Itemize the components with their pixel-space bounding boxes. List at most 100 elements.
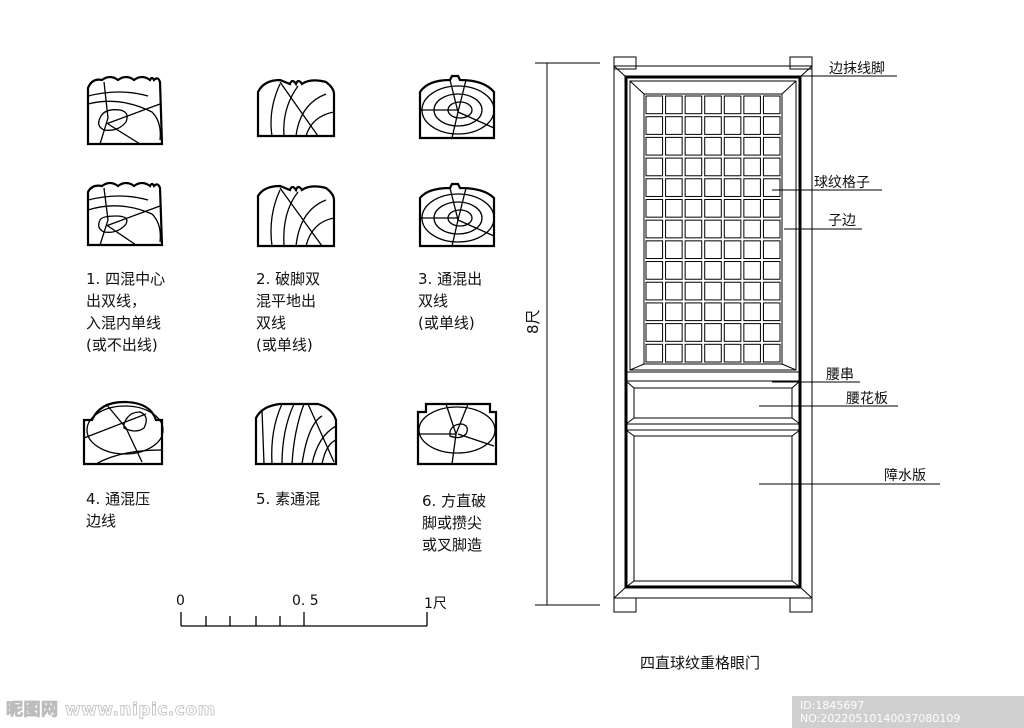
callout-waist-panel: 腰花板	[846, 391, 888, 407]
scale-label-end: 1尺	[424, 596, 447, 612]
door-top-left-foot	[613, 56, 637, 70]
lattice-cell	[743, 302, 761, 322]
callout-leaders	[759, 75, 940, 485]
lattice-cell	[743, 281, 761, 301]
lattice-cell	[704, 240, 722, 260]
door-top-right-foot	[789, 56, 813, 70]
lattice-cell	[684, 157, 703, 177]
lattice-cell	[762, 343, 781, 363]
lattice-cell	[704, 95, 722, 115]
callout-sub-edge: 子边	[828, 213, 856, 229]
lattice-cell	[762, 116, 781, 135]
lattice-cell	[684, 343, 703, 363]
lattice-cell	[723, 116, 742, 135]
callout-lattice: 球纹格子	[814, 175, 870, 191]
profile-1-top-icon	[86, 75, 164, 146]
lattice-cell	[684, 240, 703, 260]
profile-5-icon	[254, 402, 338, 466]
callout-bottom-panel: 障水版	[884, 468, 926, 484]
lattice-cell	[743, 178, 761, 197]
lattice-cell	[684, 136, 703, 156]
lattice-cell	[762, 240, 781, 260]
door-elevation	[613, 56, 813, 613]
callout-frame: 边抹线脚	[829, 61, 885, 77]
height-dimension	[535, 62, 600, 606]
door-bottom-left-foot	[613, 597, 637, 613]
lattice-grid	[645, 95, 781, 363]
lattice-cell	[743, 240, 761, 260]
scale-bar	[180, 612, 428, 627]
lattice-cell	[684, 116, 703, 135]
lattice-cell	[684, 281, 703, 301]
lattice-cell	[704, 302, 722, 322]
profile-3-bottom-icon	[418, 182, 496, 248]
lattice-cell	[645, 323, 664, 342]
lattice-cell	[684, 302, 703, 322]
lattice-cell	[645, 281, 664, 301]
lattice-cell	[762, 157, 781, 177]
lattice-cell	[684, 323, 703, 342]
lattice-cell	[704, 281, 722, 301]
lattice-cell	[645, 157, 664, 177]
lattice-cell	[684, 219, 703, 239]
lattice-cell	[743, 261, 761, 280]
profile-6-icon	[416, 402, 498, 466]
lattice-cell	[723, 198, 742, 218]
lattice-cell	[762, 323, 781, 342]
lattice-cell	[684, 178, 703, 197]
lattice-cell	[723, 281, 742, 301]
lattice-cell	[762, 136, 781, 156]
lattice-cell	[684, 198, 703, 218]
lattice-cell	[704, 157, 722, 177]
lattice-cell	[704, 343, 722, 363]
profile-2-bottom-icon	[256, 184, 336, 248]
scale-label-mid: 0. 5	[292, 593, 319, 609]
lattice-cell	[665, 178, 683, 197]
lattice-cell	[645, 116, 664, 135]
lattice-cell	[684, 261, 703, 280]
watermark-site-logo: 昵图网 www.nipic.com	[6, 700, 216, 721]
lattice-cell	[645, 178, 664, 197]
lattice-cell	[704, 323, 722, 342]
lattice-cell	[665, 302, 683, 322]
lattice-cell	[762, 198, 781, 218]
lattice-cell	[665, 116, 683, 135]
lattice-cell	[723, 343, 742, 363]
lattice-cell	[665, 323, 683, 342]
lattice-cell	[743, 343, 761, 363]
lattice-cell	[723, 95, 742, 115]
lattice-cell	[762, 261, 781, 280]
lattice-cell	[645, 95, 664, 115]
lattice-cell	[645, 136, 664, 156]
lattice-cell	[704, 178, 722, 197]
door-heavy-frame	[624, 75, 802, 589]
lattice-cell	[723, 302, 742, 322]
profile-4-icon	[82, 400, 164, 466]
lattice-cell	[704, 219, 722, 239]
lattice-cell	[665, 198, 683, 218]
lattice-cell	[723, 136, 742, 156]
lattice-cell	[665, 343, 683, 363]
waist-panel	[633, 387, 793, 419]
lattice-cell	[762, 219, 781, 239]
lattice-cell	[665, 219, 683, 239]
profile-1-bottom-icon	[86, 181, 164, 247]
lattice-cell	[665, 261, 683, 280]
lattice-cell	[723, 219, 742, 239]
lattice-cell	[743, 157, 761, 177]
lattice-cell	[645, 261, 664, 280]
lattice-cell	[704, 261, 722, 280]
lattice-cell	[665, 281, 683, 301]
profile-caption-2: 2. 破脚双 混平地出 双线 (或单线)	[256, 270, 321, 354]
lattice-cell	[645, 219, 664, 239]
door-title: 四直球纹重格眼门	[640, 654, 761, 672]
lattice-cell	[645, 240, 664, 260]
door-outer-frame	[613, 65, 813, 599]
door-bottom-right-foot	[789, 597, 813, 613]
lattice-cell	[743, 198, 761, 218]
profile-caption-1: 1. 四混中心 出双线， 入混内单线 (或不出线)	[86, 270, 166, 354]
lattice-cell	[684, 95, 703, 115]
lattice-cell	[762, 302, 781, 322]
profile-caption-5: 5. 素通混	[256, 490, 321, 508]
